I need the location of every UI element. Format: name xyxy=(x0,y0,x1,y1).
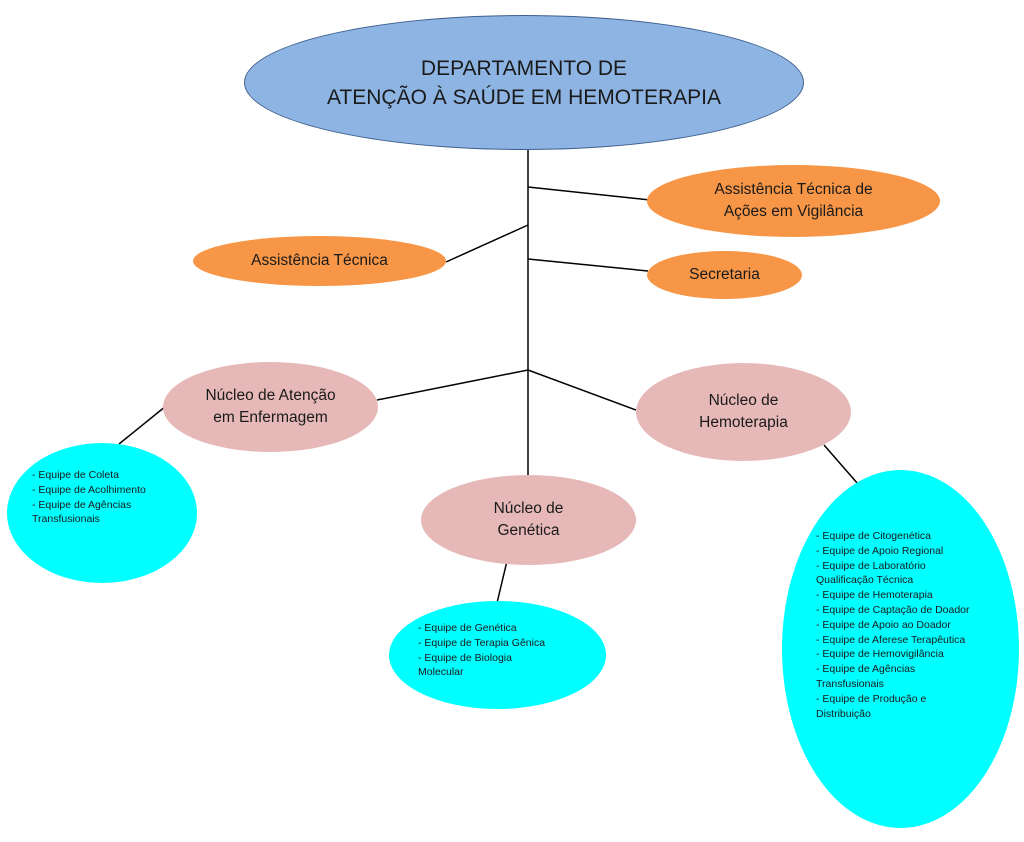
team-item: - Equipe de Biologia xyxy=(418,651,512,664)
team-item: Molecular xyxy=(418,666,464,679)
department-node: DEPARTAMENTO DE ATENÇÃO À SAÚDE EM HEMOT… xyxy=(244,15,804,150)
nucleus-enfermagem-node: Núcleo de Atenção em Enfermagem xyxy=(163,362,378,452)
teams-hemoterapia-list: - Equipe de Citogenética - Equipe de Apo… xyxy=(816,529,970,721)
team-item: - Equipe de Terapia Gênica xyxy=(418,636,546,649)
teams-enfermagem-list: - Equipe de Coleta - Equipe de Acolhimen… xyxy=(32,468,146,527)
link-hemoterapia xyxy=(527,369,637,411)
assistance-vigilancia-node: Assistência Técnica de Ações em Vigilânc… xyxy=(647,165,940,237)
teams-genetica-list: - Equipe de Genética - Equipe de Terapia… xyxy=(418,621,545,680)
link-secretaria xyxy=(527,258,649,272)
nucleus-hemoterapia-line2: Hemoterapia xyxy=(699,414,788,431)
assistance-vigilancia-line2: Ações em Vigilância xyxy=(723,203,864,220)
team-item: - Equipe de Hemovigilância xyxy=(816,648,944,661)
nucleus-enfermagem-line1: Núcleo de Atenção xyxy=(205,387,336,404)
link-genetica-teams xyxy=(496,560,508,604)
link-hemoterapia-teams xyxy=(823,444,859,485)
link-enfermagem-teams xyxy=(118,405,167,445)
nucleus-hemoterapia-node: Núcleo de Hemoterapia xyxy=(636,363,851,461)
assistance-tecnica-node: Assistência Técnica xyxy=(193,236,446,286)
team-item: - Equipe de Coleta xyxy=(32,469,119,481)
team-item: Transfusionais xyxy=(816,677,884,690)
nucleus-enfermagem-line2: em Enfermagem xyxy=(213,409,328,426)
team-item: Transfusionais xyxy=(32,513,100,526)
secretaria-node: Secretaria xyxy=(647,251,802,299)
team-item: Qualificação Técnica xyxy=(816,574,914,587)
team-item: - Equipe de Citogenética xyxy=(816,530,931,542)
team-item: - Equipe de Captação de Doador xyxy=(816,603,970,616)
team-item: - Equipe de Aferese Terapêutica xyxy=(816,633,966,646)
team-item: - Equipe de Hemoterapia xyxy=(816,589,933,602)
team-item: - Equipe de Agências xyxy=(32,498,132,511)
teams-hemoterapia-node: - Equipe de Citogenética - Equipe de Apo… xyxy=(782,470,1019,828)
link-enfermagem xyxy=(376,369,529,401)
team-item: - Equipe de Acolhimento xyxy=(32,483,146,496)
team-item: Distribuição xyxy=(816,707,871,720)
team-item: - Equipe de Apoio ao Doador xyxy=(816,618,951,631)
teams-genetica-node: - Equipe de Genética - Equipe de Terapia… xyxy=(389,601,606,709)
team-item: - Equipe de Apoio Regional xyxy=(816,544,944,557)
nucleus-hemoterapia-line1: Núcleo de xyxy=(708,392,779,409)
assistance-tecnica-label: Assistência Técnica xyxy=(251,252,388,269)
team-item: - Equipe de Agências xyxy=(816,663,916,676)
team-item: - Equipe de Genética xyxy=(418,622,517,634)
nucleus-genetica-line1: Núcleo de xyxy=(493,500,564,517)
department-title-line1: DEPARTAMENTO DE xyxy=(420,56,628,80)
link-assistencia-tecnica xyxy=(445,224,529,263)
nucleus-genetica-line2: Genética xyxy=(497,522,560,539)
secretaria-label: Secretaria xyxy=(689,266,760,283)
department-title-line2: ATENÇÃO À SAÚDE EM HEMOTERAPIA xyxy=(326,85,721,109)
team-item: - Equipe de Laboratório xyxy=(816,559,926,572)
team-item: - Equipe de Produção e xyxy=(816,692,927,705)
link-vigilancia xyxy=(527,186,651,201)
teams-enfermagem-node: - Equipe de Coleta - Equipe de Acolhimen… xyxy=(7,443,197,583)
nucleus-genetica-node: Núcleo de Genética xyxy=(421,475,636,565)
assistance-vigilancia-line1: Assistência Técnica de xyxy=(714,181,873,198)
